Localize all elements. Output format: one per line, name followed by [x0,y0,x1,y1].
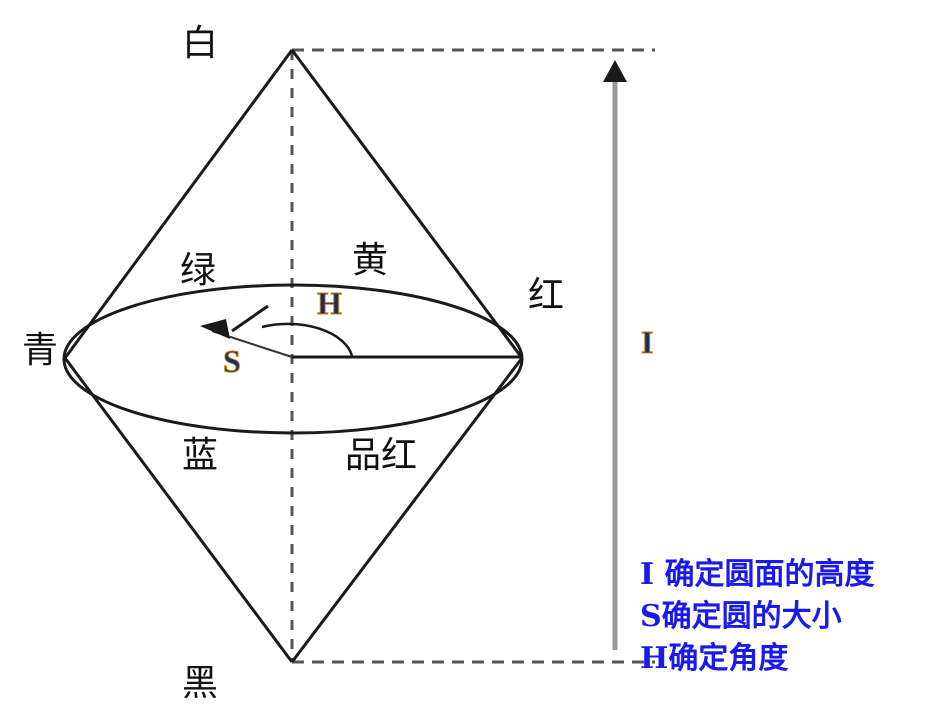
cone-edge-bottom-right [290,357,524,663]
legend-hue: H确定角度 [640,641,788,676]
legend-saturation: S确定圆的大小 [640,599,842,634]
intensity-axis-label: I [641,324,653,360]
hue-label-green: 绿 [180,250,216,291]
saturation-arrowhead [200,319,230,339]
saturation-axis-label: S [223,343,241,379]
hue-label-blue: 蓝 [182,435,218,476]
intensity-arrowhead [603,60,627,82]
vertex-label-red: 红 [528,275,564,316]
legend-intensity: I 确定圆面的高度 [640,557,874,592]
vertex-label-white: 白 [182,23,218,64]
cone-edge-top-left [63,49,294,359]
cone-edge-top-right [290,49,524,359]
hue-axis-label: H [317,285,342,321]
cone-edge-bottom-left [63,357,294,663]
saturation-arrow-shaft [231,304,269,333]
hue-circle [62,283,524,435]
hue-angle-arc [261,322,354,357]
hue-label-yellow: 黄 [352,240,388,281]
vertex-label-cyan: 青 [22,330,58,371]
vertex-label-black: 黑 [182,663,218,704]
hue-label-magenta: 品红 [345,435,417,476]
